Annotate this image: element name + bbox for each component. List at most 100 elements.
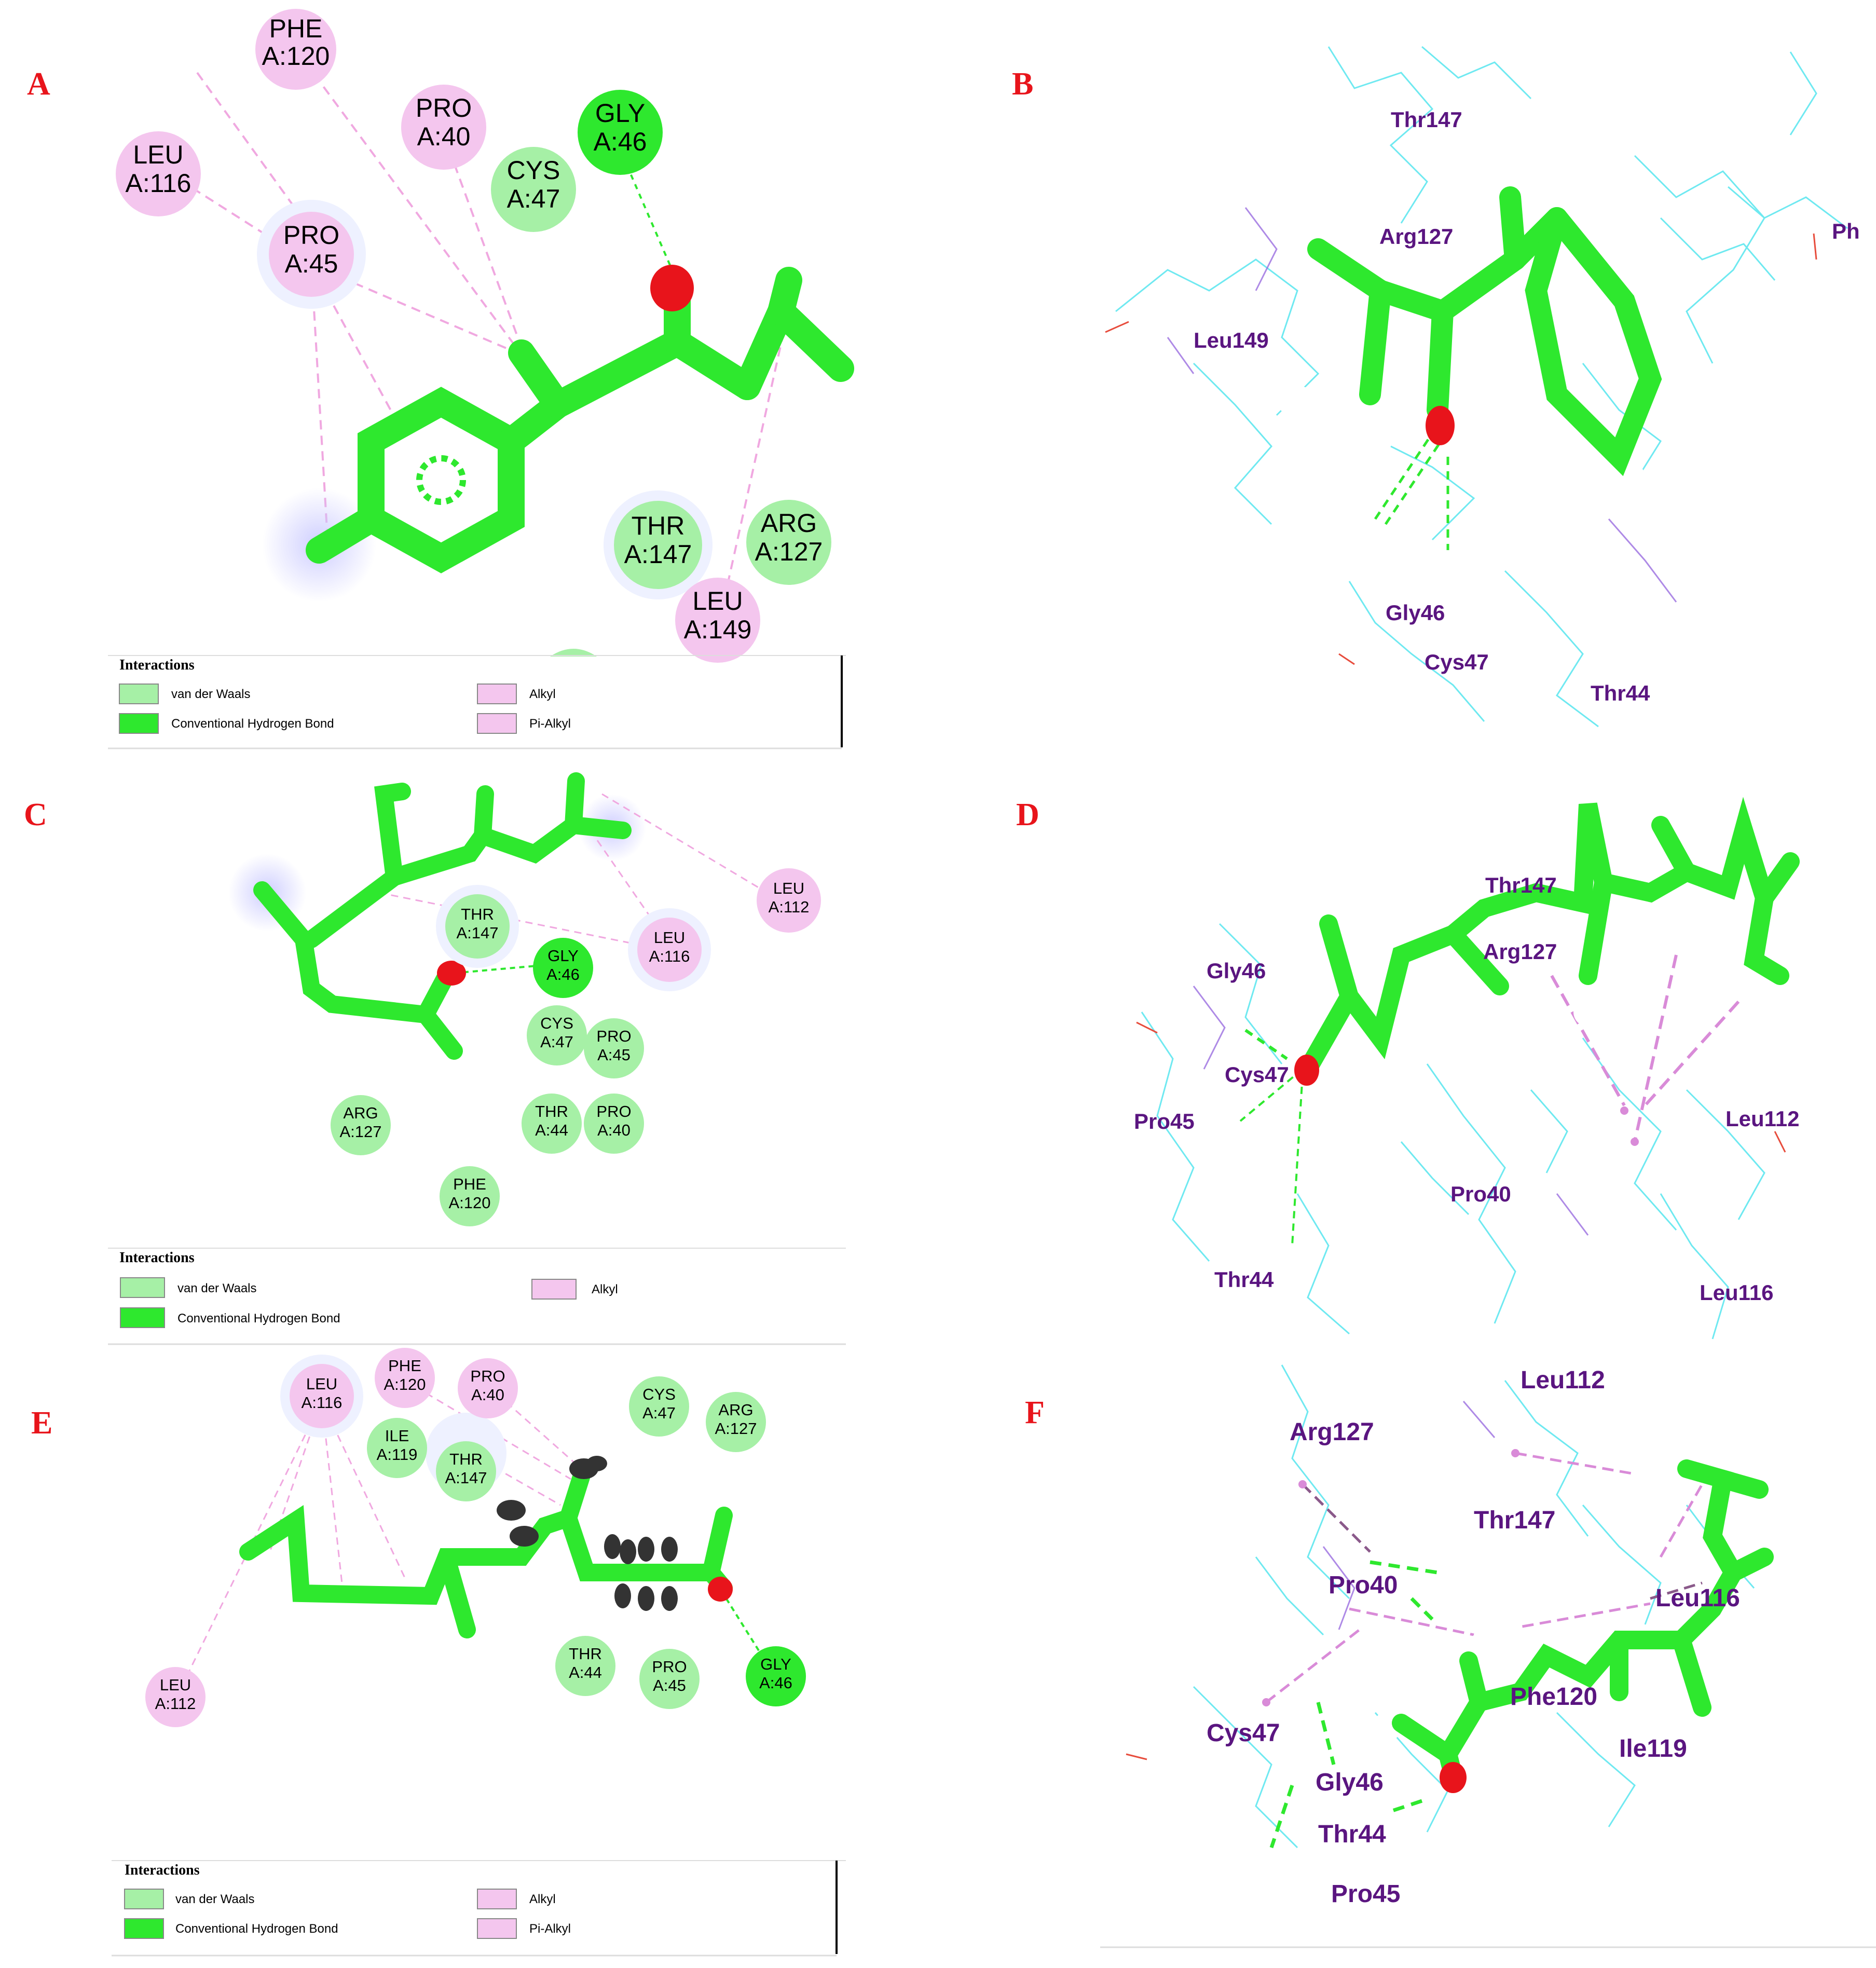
residue-label: Arg127 [1290,1418,1374,1446]
svg-text:THR: THR [569,1645,602,1663]
svg-text:PRO: PRO [416,93,472,122]
svg-text:A:147: A:147 [624,540,692,569]
svg-text:THR: THR [632,511,685,540]
panel-F: F [1025,1364,1876,1948]
svg-text:PRO: PRO [470,1367,505,1385]
hydrogen-atoms [497,1456,678,1611]
svg-text:ARG: ARG [761,509,817,538]
residue-label: Pro45 [1331,1880,1400,1908]
residue-label: Ile119 [1619,1735,1687,1762]
svg-text:Pi-Alkyl: Pi-Alkyl [529,717,571,731]
panel-C-letter: C [24,797,47,832]
svg-text:A:116: A:116 [649,947,690,965]
panel-B-letter: B [1012,66,1033,102]
svg-text:A:127: A:127 [339,1123,381,1141]
svg-text:Conventional Hydrogen Bond: Conventional Hydrogen Bond [177,1311,340,1325]
panel-F-letter: F [1025,1395,1045,1430]
svg-text:A:120: A:120 [448,1194,490,1212]
residue-label: Pro45 [1134,1109,1195,1133]
svg-text:A:116: A:116 [126,169,191,198]
ligand-A [306,267,854,573]
svg-text:PRO: PRO [596,1027,631,1045]
svg-text:Alkyl: Alkyl [529,1892,556,1906]
svg-text:A:40: A:40 [597,1121,631,1139]
svg-text:A:40: A:40 [471,1386,504,1404]
svg-text:A:47: A:47 [507,184,560,213]
svg-text:Alkyl: Alkyl [592,1282,618,1296]
svg-text:A:45: A:45 [653,1676,686,1694]
svg-text:GLY: GLY [760,1655,791,1673]
protein-wireframe [1141,923,1765,1340]
svg-text:PHE: PHE [388,1357,421,1375]
residue-label: Thr147 [1474,1507,1555,1534]
residue-label: Phe120 [1510,1683,1597,1711]
svg-text:A:112: A:112 [155,1694,196,1713]
svg-text:CYS: CYS [642,1385,676,1403]
svg-text:Conventional Hydrogen Bond: Conventional Hydrogen Bond [171,717,334,731]
residue-label: Cys47 [1425,650,1489,674]
svg-text:CYS: CYS [540,1014,573,1032]
residue-label: Gly46 [1207,959,1266,983]
svg-text:A:149: A:149 [684,615,752,644]
residue-label: Pro40 [1450,1182,1511,1206]
svg-text:LEU: LEU [773,879,804,897]
svg-text:LEU: LEU [160,1676,191,1694]
svg-text:A:47: A:47 [642,1404,676,1422]
residue-label: Cys47 [1207,1719,1280,1747]
svg-text:A:46: A:46 [759,1674,792,1692]
svg-text:Pi-Alkyl: Pi-Alkyl [529,1922,571,1936]
svg-text:LEU: LEU [654,928,685,947]
residue-label: Leu112 [1521,1366,1605,1394]
residue-label: Gly46 [1386,600,1445,625]
svg-text:Alkyl: Alkyl [529,687,556,701]
svg-text:THR: THR [449,1450,483,1468]
svg-text:LEU: LEU [306,1375,337,1393]
ligand-B [1277,156,1687,509]
svg-text:A:120: A:120 [384,1375,426,1393]
panel-A-letter: A [27,66,50,102]
residue-label: Pro40 [1329,1571,1398,1599]
residue-label: Thr147 [1485,873,1557,897]
panel-B: B [1012,46,1860,728]
svg-text:PHE: PHE [269,14,323,43]
legend-A: Interactions van der Waals Conventional … [108,655,846,749]
svg-text:PRO: PRO [652,1658,687,1676]
svg-text:Conventional Hydrogen Bond: Conventional Hydrogen Bond [175,1922,338,1936]
ligand-C [253,772,632,1060]
residue-label: Arg127 [1483,939,1557,964]
svg-text:PRO: PRO [596,1102,631,1120]
svg-text:THR: THR [461,905,494,923]
residue-label: Thr147 [1391,107,1462,132]
svg-text:van der Waals: van der Waals [175,1892,255,1906]
svg-text:GLY: GLY [547,947,579,965]
svg-text:A:45: A:45 [285,249,338,278]
residue-label: Leu112 [1726,1106,1799,1131]
residue-label: Leu116 [1655,1584,1740,1612]
residue-label: Gly46 [1316,1769,1384,1796]
svg-text:LEU: LEU [692,586,743,616]
svg-text:PHE: PHE [453,1175,486,1193]
legend-C: Interactions van der Waals Conventional … [108,1248,846,1345]
ligand-F [1371,1433,1789,1784]
svg-text:Interactions: Interactions [119,1250,195,1266]
